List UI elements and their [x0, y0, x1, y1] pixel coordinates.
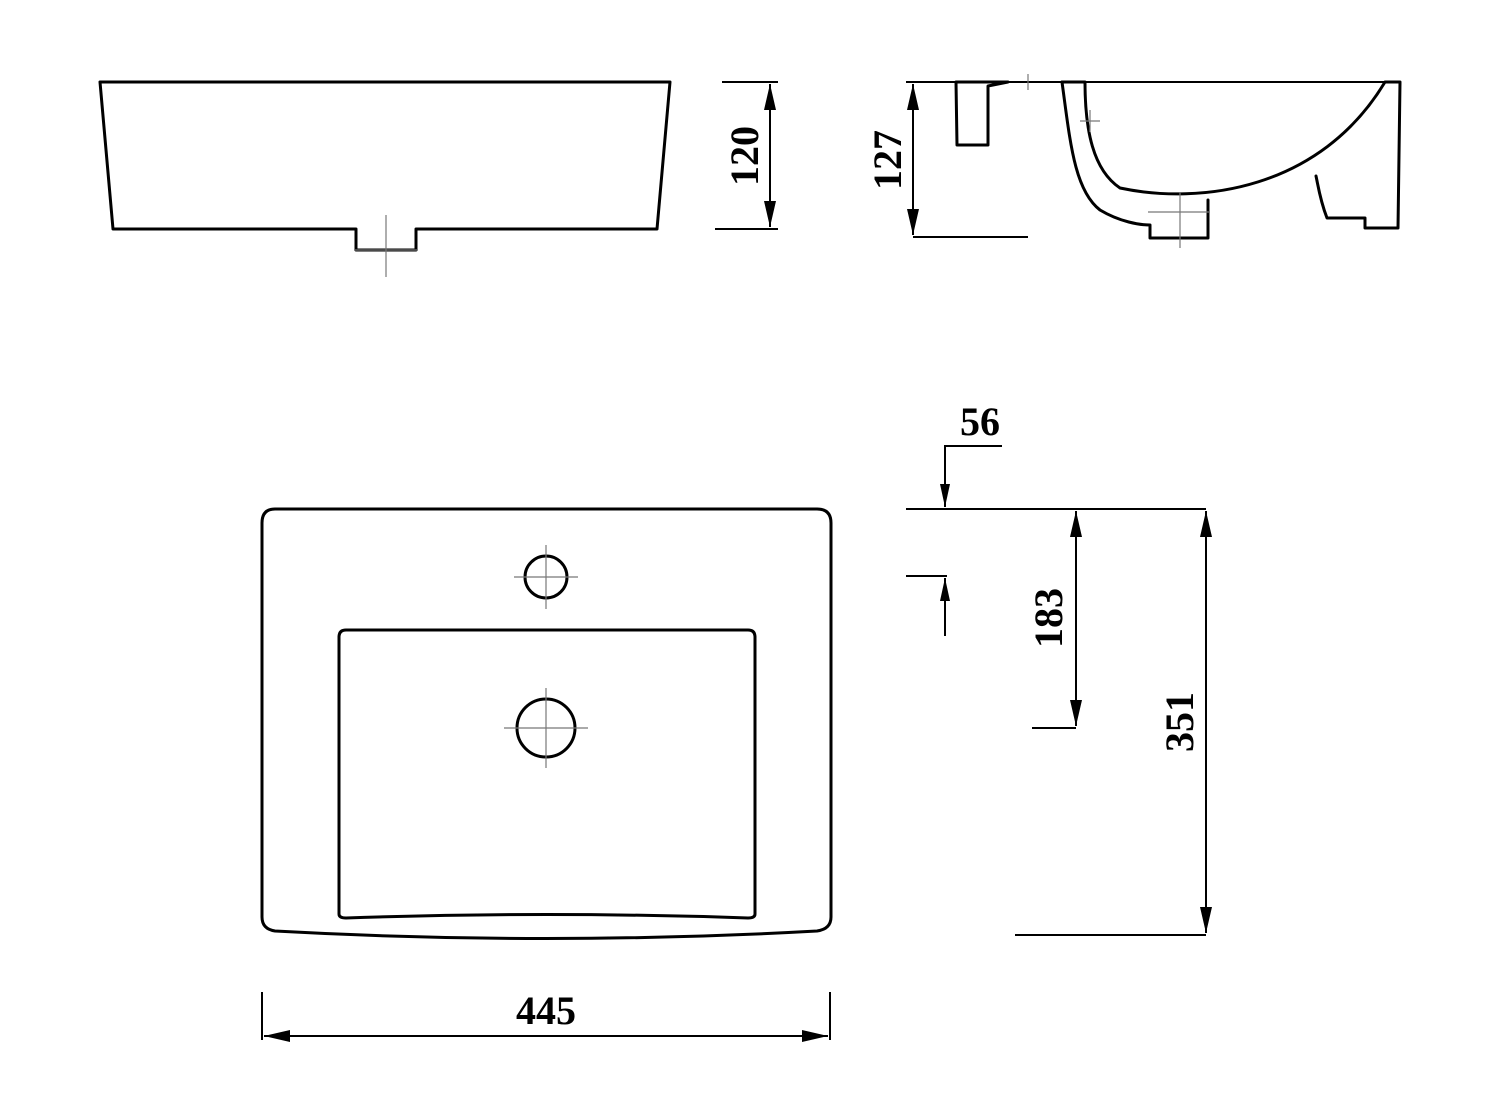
- overall-depth-label: 351: [1157, 692, 1202, 752]
- plan-view: [260, 507, 833, 940]
- dimension-side-height: 127: [865, 81, 1028, 238]
- drain-hole: [504, 688, 588, 768]
- tap-offset-label: 56: [960, 399, 1000, 444]
- tap-hole: [514, 545, 578, 609]
- side-height-label: 127: [865, 130, 910, 190]
- bowl-depth-label: 183: [1026, 588, 1071, 648]
- front-height-label: 120: [722, 126, 767, 186]
- side-elevation-view: [912, 74, 1402, 248]
- dimension-overall-depth: 351: [1015, 511, 1212, 936]
- overall-width-label: 445: [516, 988, 576, 1033]
- dimension-tap-offset: 56: [906, 399, 1206, 636]
- dimension-front-height: 120: [715, 81, 778, 230]
- dimension-overall-width: 445: [261, 988, 831, 1042]
- dimension-bowl-depth: 183: [1026, 511, 1082, 729]
- front-elevation-view: [98, 80, 672, 277]
